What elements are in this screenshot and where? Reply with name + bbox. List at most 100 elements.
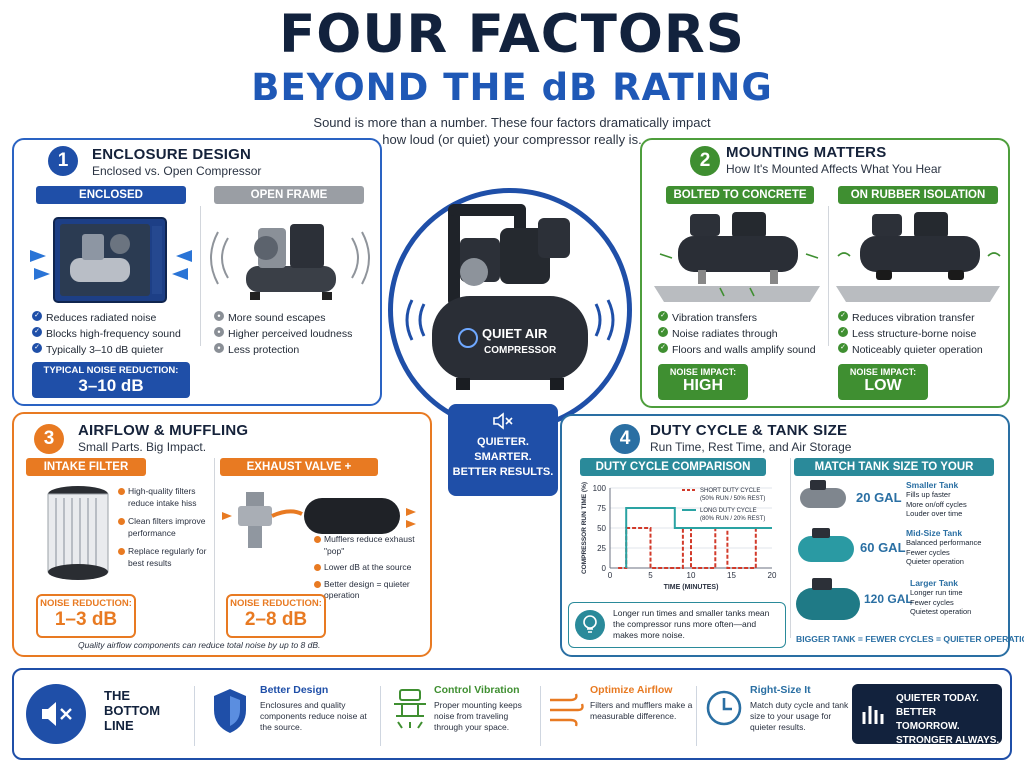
- tank-size-tag: MATCH TANK SIZE TO YOUR NEEDS: [794, 458, 994, 491]
- mid-tank-illustration: [798, 528, 854, 562]
- bottom-separator: [380, 686, 381, 746]
- bolted-point: Noise radiates through: [658, 326, 816, 342]
- factor2-subtitle: How It's Mounted Affects What You Hear: [726, 162, 942, 176]
- mid-tank-point: Fewer cycles: [906, 547, 950, 557]
- compressor-brand-line1: QUIET AIR: [482, 326, 548, 341]
- tank-size-20: 20 GAL: [856, 490, 902, 505]
- panel3-divider: [214, 458, 215, 644]
- airflow-footnote: Quality airflow components can reduce to…: [78, 640, 321, 650]
- intake-filter-points: High-quality filters reduce intake hiss …: [118, 486, 214, 569]
- exhaust-reduction-value: 2–8 dB: [244, 609, 308, 630]
- chart-y-axis-label: COMPRESSOR RUN TIME (%): [581, 482, 588, 574]
- small-tank-name: Smaller Tank: [906, 480, 959, 490]
- slogan-box: QUIETER TODAY. BETTER TOMORROW. STRONGER…: [852, 684, 1002, 746]
- bottom-line-title: THE BOTTOM LINE: [104, 688, 160, 733]
- bottom-item-text: Match duty cycle and tank size to your u…: [750, 700, 849, 732]
- bolted-point: Vibration transfers: [658, 310, 816, 326]
- main-title-line2: BEYOND THE dB RATING: [251, 66, 773, 109]
- clock-icon: [706, 690, 742, 726]
- bottom-line-title-2: BOTTOM: [104, 703, 161, 718]
- chart-x-axis-label: TIME (MINUTES): [664, 584, 719, 591]
- bolted-tag: BOLTED TO CONCRETE: [666, 186, 814, 204]
- rubber-mounted-compressor-illustration: [836, 212, 1001, 302]
- panel4-divider: [790, 458, 791, 638]
- factor3-panel: 3 AIRFLOW & MUFFLING Small Parts. Big Im…: [12, 412, 432, 657]
- exhaust-points: Mufflers reduce exhaust "pop" Lower dB a…: [314, 534, 424, 602]
- rubber-point: Less structure-borne noise: [838, 326, 983, 342]
- bolted-impact-value: HIGH: [683, 377, 723, 394]
- shield-icon: [214, 689, 246, 733]
- bottom-separator: [696, 686, 697, 746]
- large-tank-illustration: [796, 578, 860, 620]
- enclosed-point: Typically 3–10 dB quieter: [32, 342, 181, 358]
- badge-line2: SMARTER.: [474, 451, 532, 463]
- exhaust-point: Mufflers reduce exhaust "pop": [314, 534, 424, 557]
- chart-legend-label: SHORT DUTY CYCLE: [700, 488, 760, 494]
- open-frame-point: More sound escapes: [214, 310, 352, 326]
- small-tank-point: Louder over time: [906, 509, 963, 518]
- bottom-item-text: Filters and mufflers make a measurable d…: [590, 700, 693, 721]
- chart-legend-label: LONG DUTY CYCLE: [700, 508, 757, 514]
- factor4-number: 4: [610, 424, 640, 454]
- tank-footer: BIGGER TANK = FEWER CYCLES = QUIETER OPE…: [796, 634, 1024, 644]
- intake-reduction-value: 1–3 dB: [54, 609, 118, 630]
- bottom-item-right-size: Right-Size It Match duty cycle and tank …: [750, 684, 850, 733]
- panel2-divider: [828, 206, 829, 346]
- main-title: FOUR FACTORS: [279, 4, 745, 65]
- bottom-item-airflow: Optimize Airflow Filters and mufflers ma…: [590, 684, 694, 722]
- tank-size-60: 60 GAL: [860, 540, 906, 555]
- intake-point: High-quality filters reduce intake hiss: [118, 486, 214, 509]
- factor2-number: 2: [690, 146, 720, 176]
- factor1-number: 1: [48, 146, 78, 176]
- exhaust-muffler-illustration: [222, 492, 416, 548]
- vibration-mount-icon: [394, 689, 426, 729]
- factor1-panel: 1 ENCLOSURE DESIGN Enclosed vs. Open Com…: [12, 138, 382, 406]
- bolted-impact-label: NOISE IMPACT:: [669, 367, 737, 377]
- mid-tank-name: Mid-Size Tank: [906, 528, 963, 538]
- bottom-line-title-3: LINE: [104, 718, 134, 733]
- small-tank-info: Smaller Tank Fills up faster More on/off…: [906, 480, 1006, 519]
- tank-size-120: 120 GAL: [864, 592, 913, 606]
- bottom-item-text: Proper mounting keeps noise from traveli…: [434, 700, 522, 732]
- bottom-item-head: Control Vibration: [434, 684, 520, 696]
- duty-tip-text: Longer run times and smaller tanks mean …: [613, 608, 770, 640]
- enclosed-points: Reduces radiated noise Blocks high-frequ…: [32, 310, 181, 358]
- intake-filter-tag: INTAKE FILTER: [26, 458, 146, 476]
- chart-y-tick-label: 100: [593, 484, 607, 493]
- large-tank-point: Quietest operation: [910, 607, 972, 616]
- factor2-panel: 2 MOUNTING MATTERS How It's Mounted Affe…: [640, 138, 1010, 408]
- center-slogan-badge: QUIETER. SMARTER. BETTER RESULTS.: [448, 404, 558, 496]
- chart-x-tick-label: 20: [768, 571, 777, 580]
- large-tank-point: Longer run time: [910, 588, 963, 597]
- duty-cycle-tag: DUTY CYCLE COMPARISON: [580, 458, 766, 476]
- bottom-item-head: Better Design: [260, 684, 329, 696]
- chart-y-tick-label: 25: [597, 544, 606, 553]
- open-frame-compressor-illustration: [210, 224, 370, 300]
- mid-tank-info: Mid-Size Tank Balanced performance Fewer…: [906, 528, 1006, 567]
- factor4-title: DUTY CYCLE & TANK SIZE: [650, 422, 848, 439]
- small-tank-point: More on/off cycles: [906, 499, 967, 509]
- bottom-line-bar: THE BOTTOM LINE Better Design Enclosures…: [12, 668, 1012, 760]
- chart-y-tick-label: 75: [597, 504, 606, 513]
- large-tank-name: Larger Tank: [910, 578, 959, 588]
- bottom-separator: [540, 686, 541, 746]
- chart-x-tick-label: 10: [687, 571, 696, 580]
- rubber-pads-tag: ON RUBBER ISOLATION PADS: [838, 186, 998, 219]
- bottom-item-design: Better Design Enclosures and quality com…: [260, 684, 376, 733]
- large-tank-info: Larger Tank Longer run time Fewer cycles…: [910, 578, 1010, 617]
- factor3-number: 3: [34, 424, 64, 454]
- factor2-title: MOUNTING MATTERS: [726, 144, 887, 161]
- sound-bars-icon: [862, 706, 884, 724]
- slogan-line1: QUIETER TODAY.: [896, 693, 979, 704]
- factor3-title: AIRFLOW & MUFFLING: [78, 422, 249, 439]
- bottom-mute-icon: [26, 684, 86, 744]
- open-frame-points: More sound escapes Higher perceived loud…: [214, 310, 352, 358]
- bolted-compressor-illustration: [654, 212, 820, 302]
- slogan-line3: STRONGER ALWAYS.: [896, 735, 1000, 746]
- bottom-item-head: Optimize Airflow: [590, 684, 673, 696]
- slogan-text: QUIETER TODAY. BETTER TOMORROW. STRONGER…: [896, 692, 1002, 748]
- open-frame-point: Higher perceived loudness: [214, 326, 352, 342]
- lightbulb-icon: [575, 610, 605, 640]
- chart-y-tick-label: 0: [602, 564, 607, 573]
